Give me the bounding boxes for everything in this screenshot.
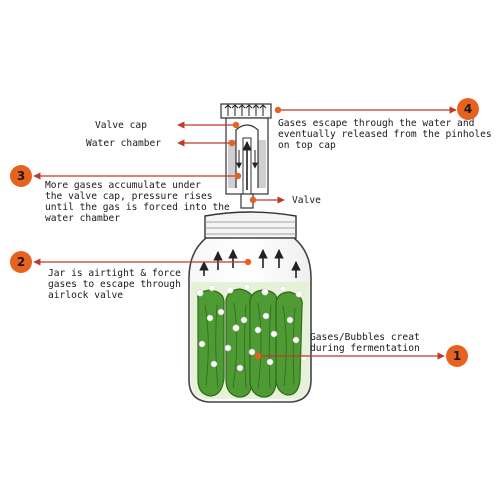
step-3-text: More gases accumulate under the valve ca…	[45, 180, 236, 224]
mason-jar	[188, 211, 312, 403]
step-2-text: Jar is airtight & force gases to escape …	[48, 268, 187, 301]
step-4-callout: 4 Gases escape through the water and eve…	[274, 98, 498, 151]
step-2-line-1: Jar is airtight & force	[48, 268, 181, 279]
cucumbers	[197, 288, 303, 398]
step-4-number: 4	[464, 102, 472, 116]
step-2-number: 2	[17, 255, 25, 269]
step-2-callout: 2 Jar is airtight & force gases to escap…	[10, 251, 252, 301]
step-3-line-2: the valve cap, pressure rises	[45, 191, 213, 202]
step-3-badge	[10, 165, 32, 187]
airlock-valve	[220, 103, 272, 209]
label-water-chamber: Water chamber	[86, 138, 161, 149]
callout-water-chamber: Water chamber	[86, 138, 236, 149]
step-3-callout: 3 More gases accumulate under the valve …	[10, 165, 242, 224]
pinhole-arrows	[224, 104, 267, 116]
label-valve: Valve	[292, 195, 321, 206]
callout-valve-cap: Valve cap	[95, 120, 240, 131]
step-3-line-4: water chamber	[45, 213, 120, 224]
bubbles	[196, 283, 308, 372]
step-1-line-2: during fermentation	[310, 343, 420, 354]
step-2-line-2: gases to escape through	[48, 279, 181, 290]
step-4-text: Gases escape through the water and event…	[278, 118, 498, 151]
gas-arrows	[199, 249, 301, 278]
step-3-number: 3	[17, 169, 25, 183]
step-4-line-1: Gases escape through the water and	[278, 118, 474, 129]
label-valve-cap: Valve cap	[95, 120, 147, 131]
step-2-badge	[10, 251, 32, 273]
step-2-line-3: airlock valve	[48, 290, 123, 301]
step-3-line-1: More gases accumulate under	[45, 180, 201, 191]
step-1-text: Gases/Bubbles creat during fermentation	[310, 332, 426, 354]
step-1-callout: 1 Gases/Bubbles creat during fermentatio…	[254, 332, 468, 367]
step-4-badge	[457, 98, 479, 120]
step-4-line-3: on top cap	[278, 140, 336, 151]
step-1-line-1: Gases/Bubbles creat	[310, 332, 420, 343]
callout-valve: Valve	[249, 195, 321, 206]
step-3-line-3: until the gas is forced into the	[45, 202, 230, 213]
jar-lid	[204, 211, 297, 242]
step-1-badge	[446, 345, 468, 367]
step-1-number: 1	[453, 349, 461, 363]
step-4-line-2: eventually released from the pinholes	[278, 129, 492, 140]
